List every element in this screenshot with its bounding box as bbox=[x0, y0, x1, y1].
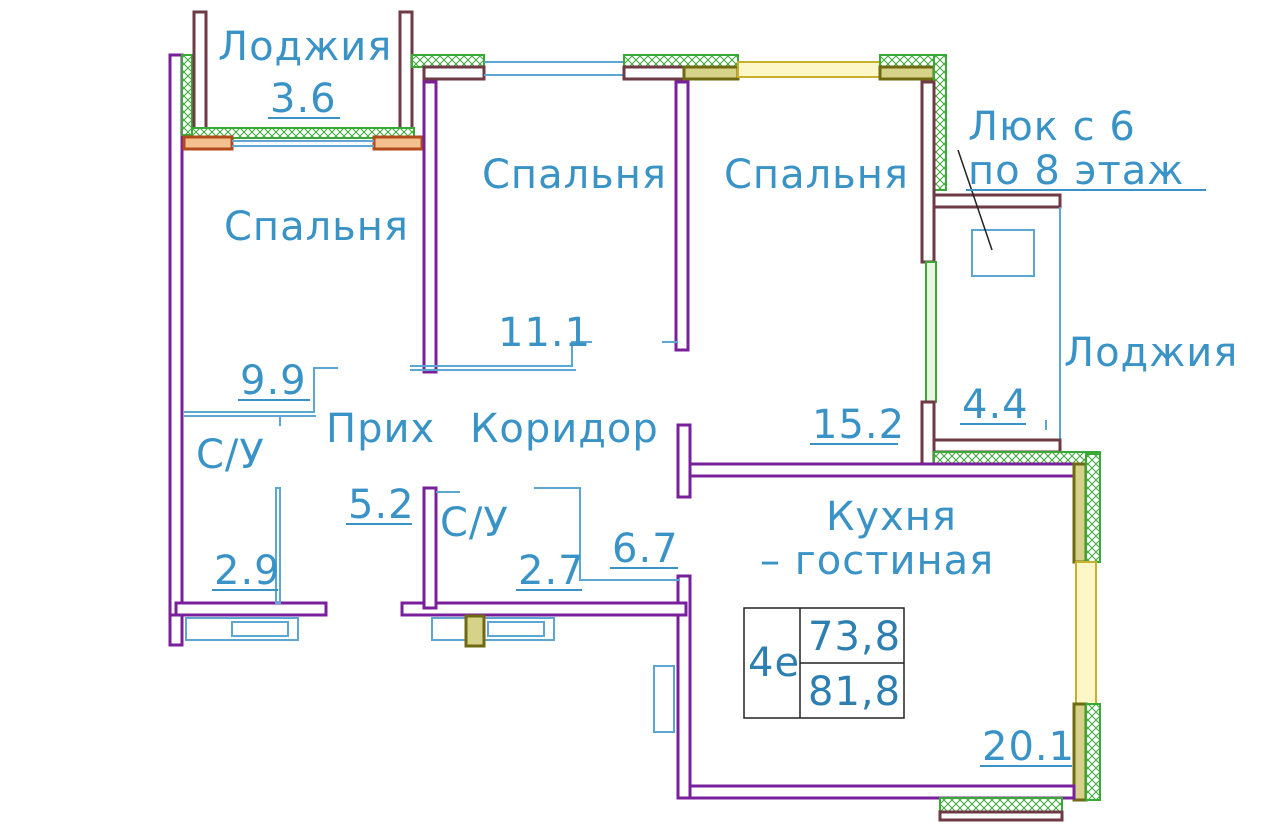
kitchen-bottom-frame bbox=[938, 810, 1064, 822]
corridor-area: 6.7 bbox=[612, 526, 679, 572]
wall-bath-mid-bottom bbox=[400, 601, 688, 617]
bath-mid-name: С/У bbox=[440, 500, 509, 546]
bathtub-left bbox=[185, 617, 299, 641]
wall-kitchen-left bbox=[676, 574, 692, 800]
room-labels: Лоджия 3.6 Спальня 9.9 Спальня 11.1 Спал… bbox=[196, 24, 1238, 770]
kitchen-name-line2: – гостиная bbox=[760, 538, 994, 584]
wall-bath-mid-left bbox=[422, 486, 438, 610]
bath-left-name: С/У bbox=[196, 432, 265, 478]
kitchen-window-frame-bottom bbox=[1072, 702, 1088, 802]
summary-living-area: 73,8 bbox=[808, 614, 901, 660]
bathtub-left-inner bbox=[231, 621, 289, 637]
loggia-right-name: Лоджия bbox=[1064, 330, 1238, 376]
loggia-top-right-post bbox=[398, 10, 414, 136]
wall-bath-left-corner bbox=[168, 613, 184, 647]
hatch-leader bbox=[957, 149, 993, 251]
wall-bedroom-right-east bbox=[920, 80, 936, 264]
bedroom-right-area: 15.2 bbox=[812, 402, 905, 448]
wall-kitchen-bottom bbox=[688, 784, 1076, 800]
wall-top-segment-2 bbox=[622, 65, 686, 81]
wall-left-insulation bbox=[181, 54, 193, 136]
loggia-right-top bbox=[932, 193, 1062, 209]
wall-bedroom-mid-left bbox=[422, 80, 438, 374]
bedroom-left-area: 9.9 bbox=[240, 358, 307, 404]
wall-top-insulation-1 bbox=[411, 54, 485, 68]
wall-left bbox=[168, 53, 184, 647]
summary-total-area: 81,8 bbox=[808, 669, 901, 715]
hall-area: 5.2 bbox=[348, 482, 415, 528]
loggia-right-bottom bbox=[932, 438, 1062, 454]
hall-name: Прих bbox=[326, 406, 435, 452]
loggia-right-area: 4.4 bbox=[962, 382, 1029, 428]
partition-bath-mid bbox=[534, 487, 680, 581]
partition-bedroom-left bbox=[184, 367, 338, 413]
loggia-top-door-left bbox=[182, 135, 234, 151]
bath-mid-area: 2.7 bbox=[518, 548, 585, 594]
kitchen-window bbox=[1075, 561, 1097, 705]
partition-bath-left bbox=[275, 487, 281, 604]
wall-corridor-kitchen-stub bbox=[676, 423, 692, 499]
hatch-note-line1: Люк с 6 bbox=[968, 104, 1136, 150]
wall-top-window-frame-3 bbox=[878, 65, 936, 81]
kitchen-window-frame-top bbox=[1072, 462, 1088, 564]
partition-bedroom-mid bbox=[410, 341, 592, 367]
bath-mid-riser bbox=[464, 614, 486, 648]
kitchen-top-insulation bbox=[933, 451, 1101, 465]
hatch-note-line2: по 8 этаж bbox=[968, 148, 1184, 194]
wall-top-segment-1 bbox=[422, 65, 486, 81]
kitchen-bottom-insulation bbox=[939, 797, 1063, 813]
kitchen-area: 20.1 bbox=[982, 724, 1075, 770]
wall-right-insulation-top bbox=[933, 54, 947, 191]
bathtub-mid bbox=[431, 617, 555, 641]
bedroom-right-name: Спальня bbox=[724, 152, 909, 198]
summary-rooms-label: 4е bbox=[748, 640, 800, 686]
loggia-top-area: 3.6 bbox=[270, 76, 337, 122]
kitchen-name-line1: Кухня bbox=[826, 494, 957, 540]
wall-kitchen-top bbox=[688, 462, 1076, 478]
kitchen-right-insulation-top bbox=[1085, 453, 1101, 563]
wall-top-window-frame-2 bbox=[682, 65, 740, 81]
walls bbox=[168, 10, 1101, 822]
top-window-2 bbox=[737, 61, 881, 78]
wall-top-insulation-2 bbox=[623, 54, 739, 68]
bedroom-mid-name: Спальня bbox=[482, 152, 667, 198]
bedroom-left-name: Спальня bbox=[224, 204, 409, 250]
hatch-box bbox=[971, 229, 1035, 277]
loggia-top-name: Лоджия bbox=[218, 24, 392, 70]
wall-bath-left-bottom bbox=[174, 601, 328, 617]
summary-box: 4е 73,8 81,8 bbox=[743, 607, 905, 719]
wall-bedroom-mid-right bbox=[674, 80, 690, 352]
loggia-top-left-post bbox=[192, 10, 208, 136]
wall-bedroom-right-east-low bbox=[920, 400, 936, 466]
loggia-right-glass bbox=[925, 261, 937, 403]
kitchen-radiator bbox=[653, 665, 675, 733]
loggia-top-bottom-insulation bbox=[191, 127, 415, 139]
corridor-name: Коридор bbox=[470, 406, 659, 452]
bath-left-area: 2.9 bbox=[214, 548, 281, 594]
bathtub-mid-inner bbox=[487, 621, 545, 637]
kitchen-right-insulation-bottom bbox=[1085, 703, 1101, 801]
bedroom-mid-area: 11.1 bbox=[498, 310, 591, 356]
loggia-top-door-right bbox=[372, 135, 424, 151]
